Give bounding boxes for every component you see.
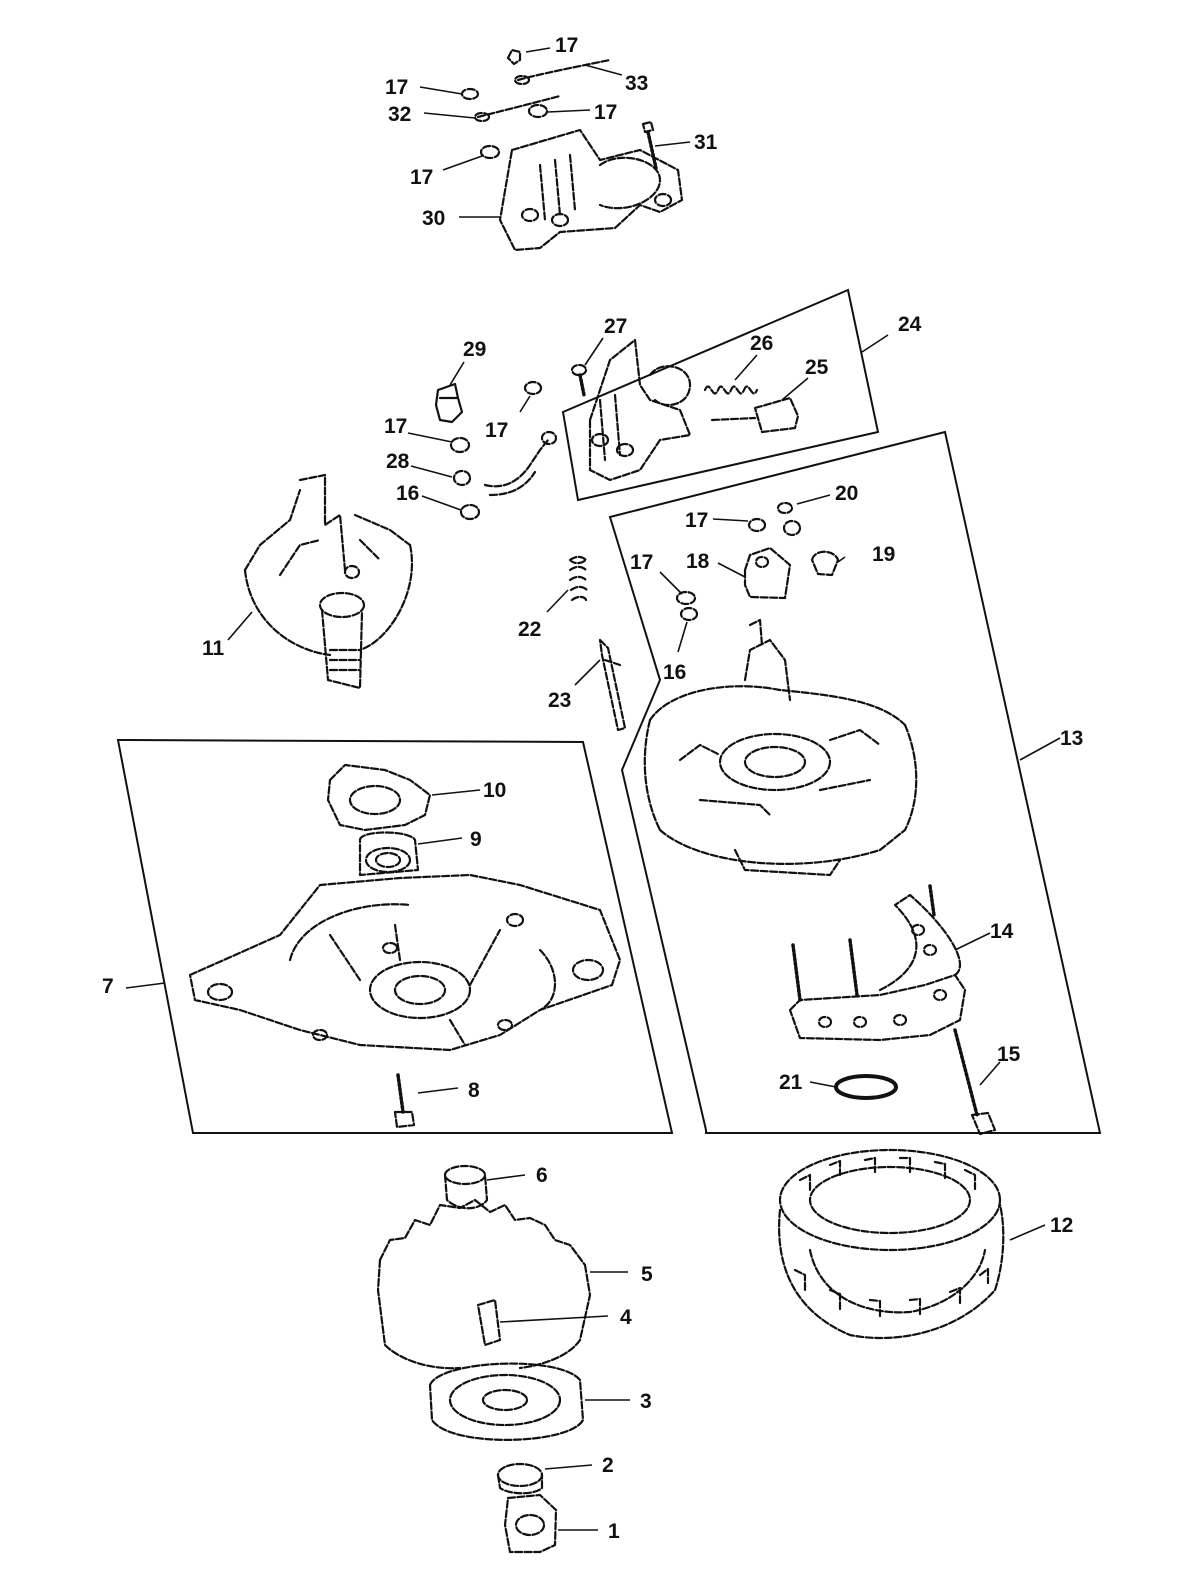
callout-17: 17: [385, 76, 408, 99]
callout-4: 4: [620, 1306, 632, 1329]
callout-17: 17: [384, 415, 407, 438]
callout-14: 14: [990, 920, 1014, 943]
part-8-bolt: [393, 1073, 416, 1129]
part-32-wire-lead: [473, 94, 562, 123]
callout-16: 16: [396, 482, 419, 505]
callout-17: 17: [485, 419, 508, 442]
callout-26: 26: [750, 332, 773, 355]
callout-1: 1: [608, 1520, 620, 1543]
callout-2: 2: [602, 1454, 614, 1477]
callout-9: 9: [470, 828, 482, 851]
callout-22: 22: [518, 618, 541, 641]
frame-group-24: [561, 288, 880, 502]
frame-group-7: [116, 738, 674, 1134]
callout-17: 17: [685, 509, 708, 532]
callout-6: 6: [536, 1164, 548, 1187]
part-17-nut: [479, 144, 501, 160]
part-17-nut: [449, 436, 471, 454]
callout-23: 23: [548, 689, 571, 712]
callout-labels: 17 33 17 32 17 31 17 30 27 24 26 25 29 1…: [102, 34, 1083, 1543]
part-3-pulley: [428, 1362, 585, 1441]
callout-17: 17: [594, 101, 617, 124]
callout-13: 13: [1060, 727, 1083, 750]
part-23-brush-terminal: [598, 638, 627, 732]
part-17-nut: [747, 517, 767, 533]
part-20-screw: [776, 501, 802, 537]
part-21-o-ring: [834, 1074, 898, 1100]
callout-29: 29: [463, 338, 486, 361]
part-17-nut: [523, 380, 543, 396]
part-7-drive-end-frame: [188, 873, 622, 1052]
part-5-fan: [376, 1198, 592, 1370]
leader-lines: [125, 47, 1061, 1531]
part-28-wire-connector: [452, 430, 558, 497]
callout-30: 30: [422, 207, 445, 230]
part-17-nut: [675, 590, 697, 606]
callout-28: 28: [386, 450, 410, 473]
callout-11: 11: [202, 637, 225, 660]
part-31-screw: [641, 120, 658, 170]
part-16-insulator: [459, 503, 481, 521]
part-15-through-bolt: [953, 1028, 997, 1136]
part-25-brush: [710, 396, 800, 434]
part-6-spacer: [443, 1164, 489, 1210]
callout-16: 16: [663, 661, 686, 684]
part-27-screw: [570, 363, 588, 397]
callout-33: 33: [625, 72, 648, 95]
part-14-rectifier: [788, 884, 967, 1042]
callout-8: 8: [468, 1079, 480, 1102]
part-30-regulator-cover: [498, 128, 684, 252]
callout-17: 17: [630, 551, 653, 574]
callout-17: 17: [410, 166, 433, 189]
callout-12: 12: [1050, 1214, 1073, 1237]
part-12-stator: [778, 1148, 1005, 1340]
part-24-brush-holder: [588, 338, 692, 482]
callout-7: 7: [102, 975, 114, 998]
part-22-spring: [568, 555, 589, 602]
part-19-cap: [810, 550, 840, 577]
callout-27: 27: [604, 315, 627, 338]
part-33-wire-lead: [513, 58, 612, 86]
part-16-insulator: [679, 606, 699, 622]
part-18-terminal-block: [743, 546, 792, 600]
part-11-rotor: [243, 473, 413, 690]
callout-18: 18: [686, 550, 710, 573]
callout-17: 17: [555, 34, 578, 57]
part-9-bearing: [358, 831, 420, 877]
part-10-bearing-retainer: [326, 763, 432, 832]
callout-10: 10: [483, 779, 506, 802]
callout-32: 32: [388, 103, 411, 126]
part-26-brush-spring: [703, 385, 759, 395]
part-17-nut: [527, 103, 549, 119]
part-29-terminal-nut: [434, 382, 464, 424]
callout-24: 24: [898, 313, 922, 336]
part-1-pulley-nut: [503, 1493, 558, 1554]
callout-20: 20: [835, 482, 858, 505]
callout-15: 15: [997, 1043, 1021, 1066]
callout-3: 3: [640, 1390, 652, 1413]
callout-21: 21: [779, 1071, 803, 1094]
callout-5: 5: [641, 1263, 653, 1286]
part-17-nut: [460, 87, 480, 101]
callout-19: 19: [872, 543, 895, 566]
part-13-rear-housing: [643, 618, 918, 877]
part-2-lock-washer: [496, 1462, 544, 1495]
callout-25: 25: [805, 356, 829, 379]
part-17-nut: [506, 48, 522, 66]
part-4-woodruff-key: [476, 1298, 502, 1347]
callout-31: 31: [694, 131, 718, 154]
frame-group-13: [608, 430, 1102, 1134]
